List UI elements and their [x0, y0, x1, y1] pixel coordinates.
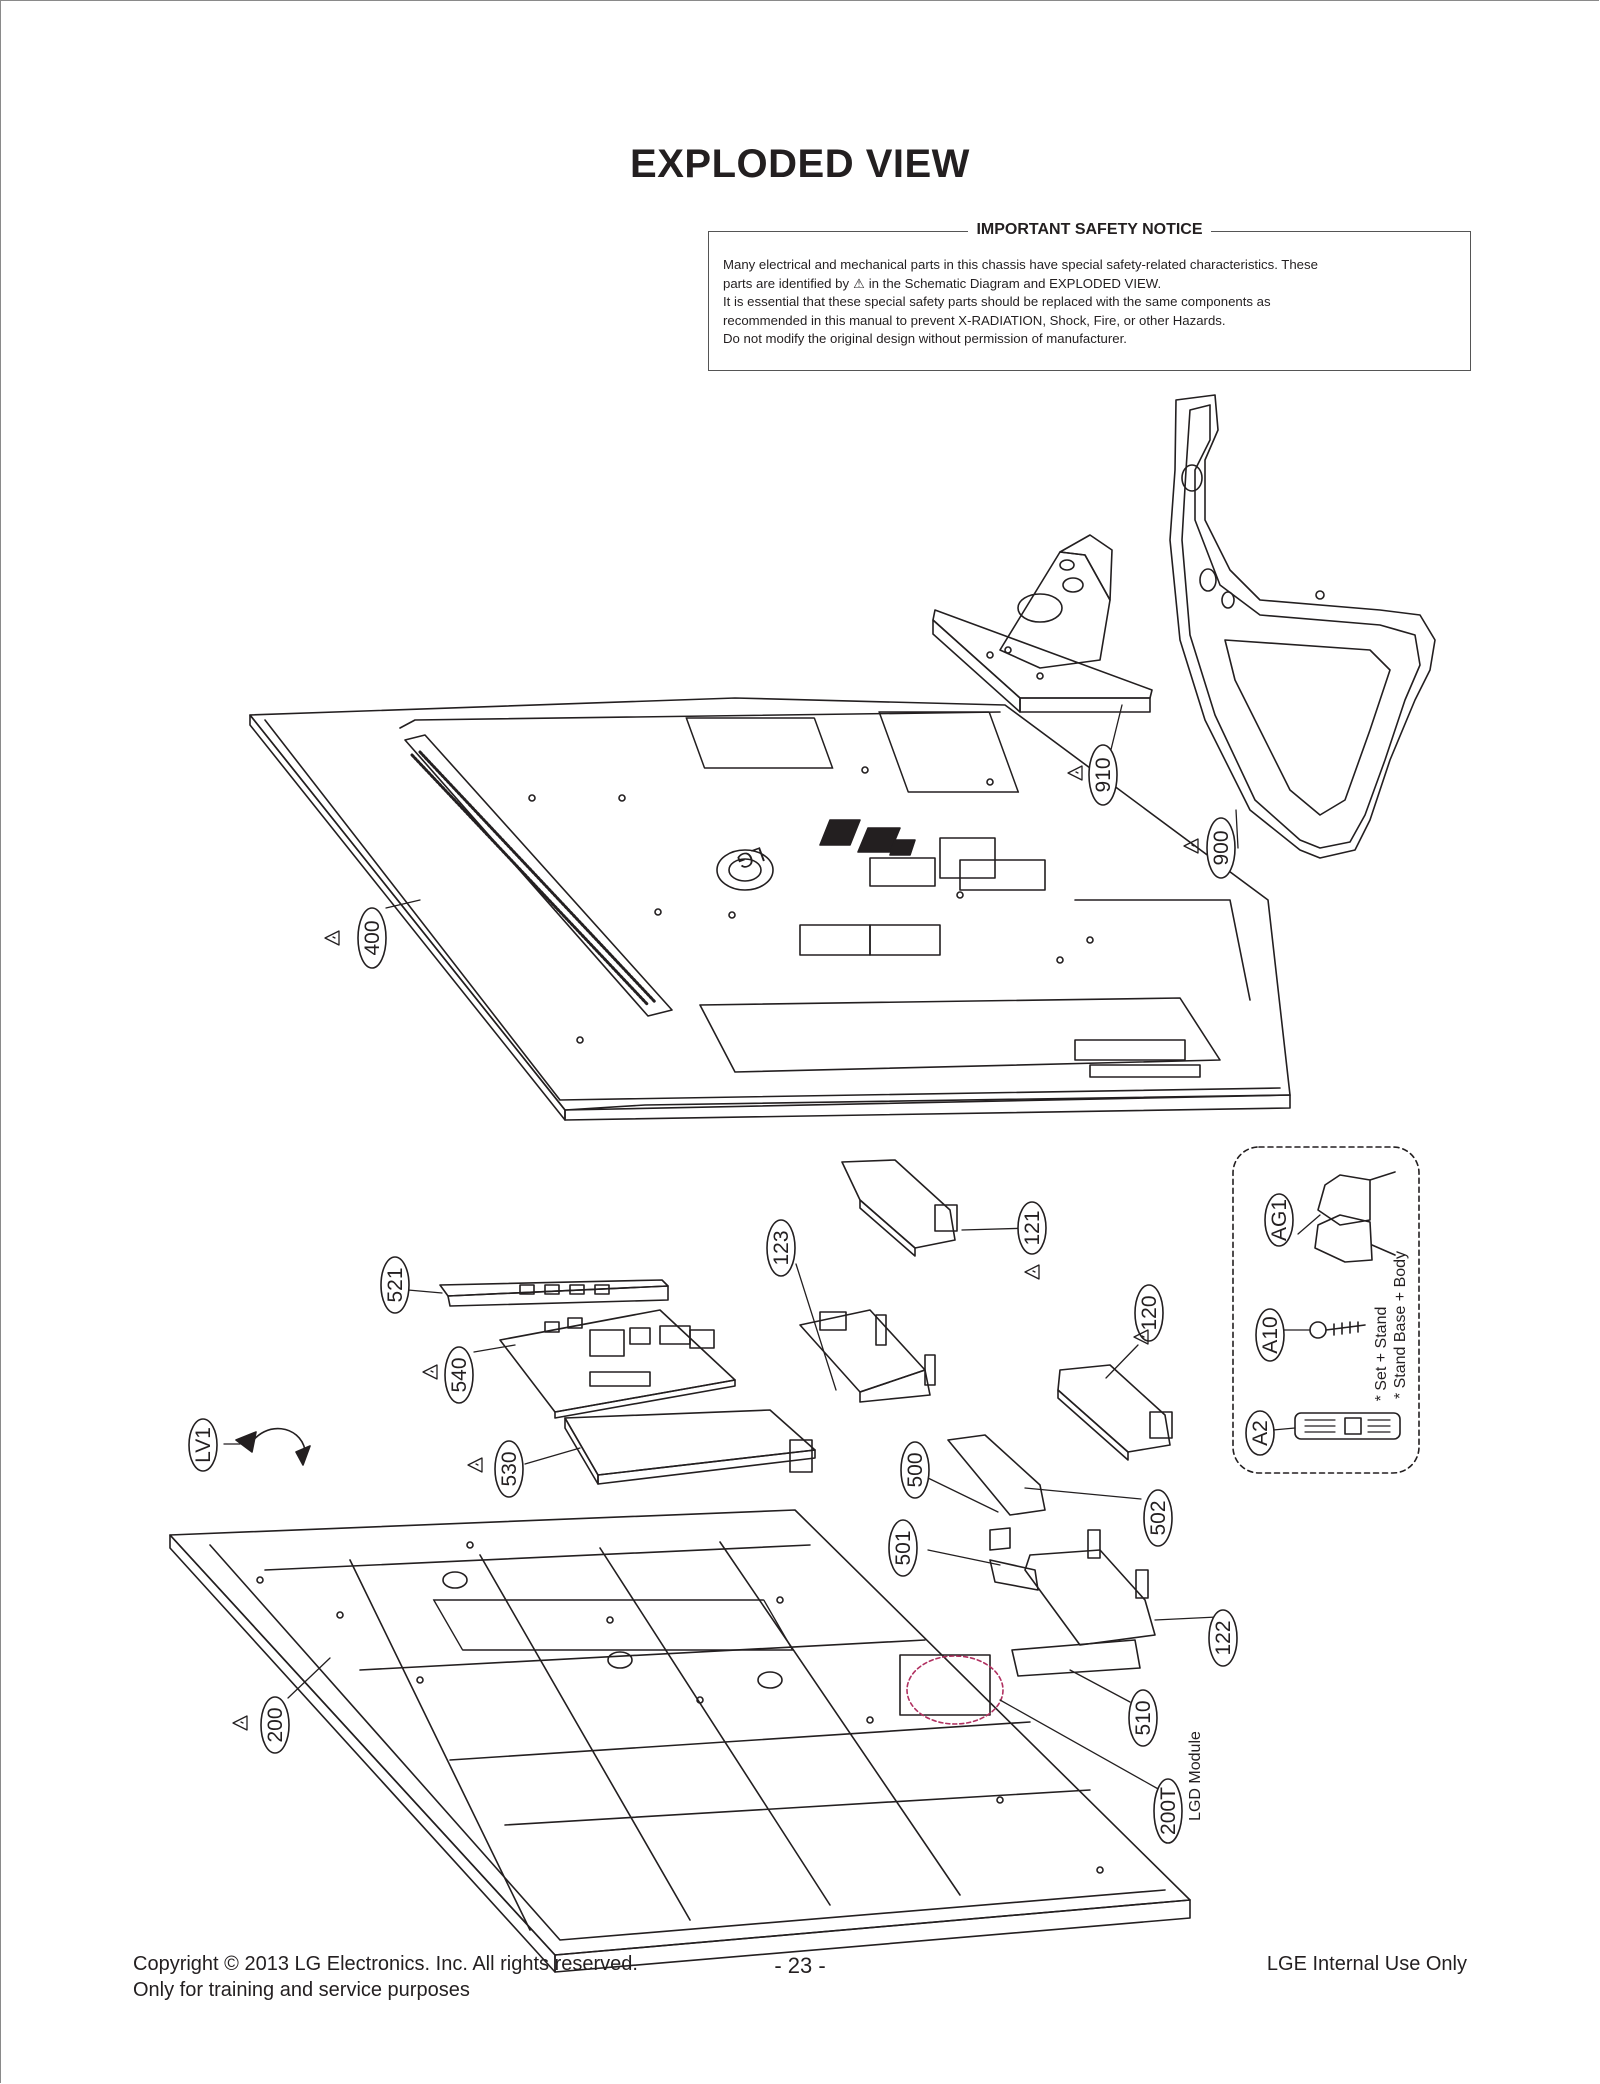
bracket-part — [439, 1279, 669, 1307]
page-title: EXPLODED VIEW — [630, 142, 970, 186]
back-cover-logo: LG — [733, 842, 767, 873]
safety-notice-heading: IMPORTANT SAFETY NOTICE — [968, 221, 1211, 238]
back-cover-part: LG — [249, 697, 1291, 1121]
safety-notice-box: IMPORTANT SAFETY NOTICE Many electrical … — [708, 221, 1471, 371]
callout-400: 400 — [361, 920, 384, 955]
callout-labels: 910 900 400 121 123 521 120 540 LV1 530 … — [192, 757, 1409, 1834]
display-module-part — [169, 1509, 1191, 1973]
notice-line-2b: in the Schematic Diagram and EXPLODED VI… — [868, 275, 1162, 291]
glasses-icon — [1314, 1171, 1396, 1263]
footer-training: Only for training and service purposes — [133, 1979, 470, 2001]
notice-line-3: It is essential that these special safet… — [723, 294, 1271, 309]
screw-icon — [1309, 1321, 1366, 1339]
warning-triangle-icon: ⚠ — [853, 275, 865, 291]
callout-910: 910 — [1092, 757, 1115, 792]
notice-line-5: Do not modify the original design withou… — [723, 331, 1127, 346]
small-parts-group — [947, 1434, 1156, 1677]
note-set-stand: * Set + Stand — [1373, 1307, 1390, 1402]
callout-ellipses — [188, 744, 1294, 1844]
callout-123: 123 — [770, 1230, 793, 1265]
footer-left: Copyright © 2013 LG Electronics. Inc. Al… — [133, 1951, 638, 2003]
stand-neck-part — [932, 534, 1153, 713]
callout-lv1: LV1 — [192, 1427, 215, 1463]
callout-530: 530 — [498, 1451, 521, 1486]
lgd-module-label: LGD Module — [1187, 1731, 1204, 1821]
lv1-cable-part — [235, 1427, 311, 1466]
callout-a10: A10 — [1259, 1316, 1282, 1353]
speaker-top-part — [841, 1159, 958, 1257]
callout-ag1: AG1 — [1268, 1199, 1291, 1241]
callout-501: 501 — [892, 1530, 915, 1565]
warning-triangles — [232, 765, 1199, 1731]
leader-lines — [223, 704, 1321, 1791]
page-number: - 23 - — [774, 1953, 826, 1978]
safety-notice-body: Many electrical and mechanical parts in … — [723, 256, 1456, 349]
footer-internal: LGE Internal Use Only — [1266, 1953, 1467, 1975]
safety-notice-heading-wrap: IMPORTANT SAFETY NOTICE — [709, 221, 1470, 239]
callout-900: 900 — [1210, 830, 1233, 865]
callout-540: 540 — [448, 1357, 471, 1392]
accessories-box — [1232, 1146, 1420, 1474]
speaker-bottom-part — [1057, 1364, 1173, 1461]
callout-510: 510 — [1132, 1700, 1155, 1735]
callout-200t: 200T — [1157, 1787, 1180, 1835]
notice-line-4: recommended in this manual to prevent X-… — [723, 312, 1226, 328]
callout-500: 500 — [904, 1452, 927, 1487]
callout-200: 200 — [264, 1707, 287, 1742]
callout-a2: A2 — [1249, 1420, 1272, 1446]
callout-502: 502 — [1147, 1500, 1170, 1535]
main-board-part — [499, 1309, 736, 1419]
note-stand-base: * Stand Base + Body — [1392, 1251, 1409, 1399]
remote-control-icon — [1294, 1412, 1401, 1440]
notice-line-2a: parts are identified by — [723, 275, 850, 291]
stand-base-part — [1169, 394, 1436, 859]
callout-120: 120 — [1138, 1295, 1161, 1330]
notice-line-2: parts are identified by⚠in the Schematic… — [723, 275, 1456, 294]
notice-line-1: Many electrical and mechanical parts in … — [723, 257, 1318, 272]
callout-521: 521 — [384, 1267, 407, 1302]
power-supply-part — [564, 1409, 816, 1485]
footer-copyright: Copyright © 2013 LG Electronics. Inc. Al… — [133, 1953, 638, 1975]
callout-121: 121 — [1021, 1210, 1044, 1245]
callout-122: 122 — [1212, 1620, 1235, 1655]
control-board-part — [799, 1309, 936, 1403]
